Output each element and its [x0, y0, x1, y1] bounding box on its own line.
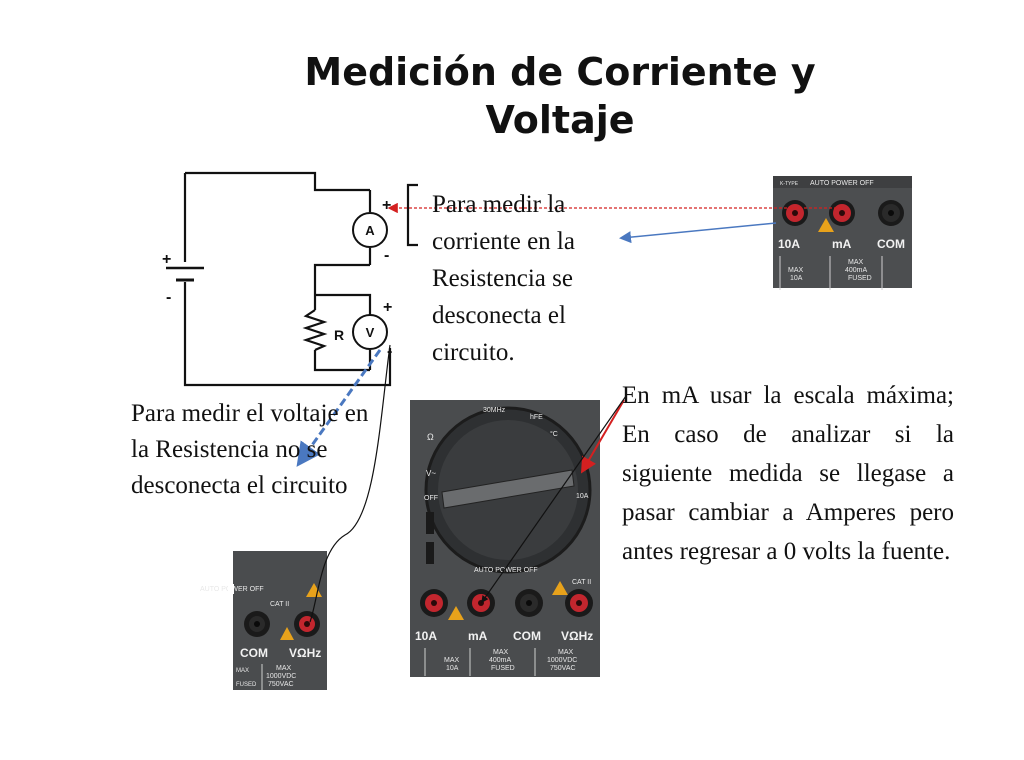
- cat-label: CAT II: [270, 601, 289, 608]
- blue-dashed-arrow-voltage: [296, 349, 382, 467]
- ammeter-symbol: [352, 212, 388, 248]
- max-v-dc: 1000VDC: [266, 673, 296, 680]
- dial-10a: 10A: [576, 493, 589, 500]
- max-ma: 400mA: [845, 267, 868, 274]
- dial-temp: °C: [550, 430, 558, 438]
- max-label: MAX: [788, 267, 804, 274]
- label-com: COM: [240, 646, 268, 660]
- max-v-label: MAX: [558, 649, 574, 656]
- label-ma: mA: [832, 237, 852, 251]
- label-10a: 10A: [415, 629, 437, 643]
- max-ma-label: MAX: [848, 259, 864, 266]
- warning-icon: [306, 583, 322, 597]
- max-label: MAX: [236, 668, 249, 674]
- dial-ohm: Ω: [427, 432, 434, 442]
- max-ma-label: MAX: [493, 649, 509, 656]
- max-ma: 400mA: [489, 657, 512, 664]
- max-v-dc: 1000VDC: [547, 657, 577, 664]
- current-note-text: Para medir la corriente en la Resistenci…: [432, 191, 575, 366]
- label-vohm: VΩHz: [561, 629, 593, 643]
- max-v-ac: 750VAC: [268, 681, 294, 688]
- label-10a: 10A: [778, 237, 800, 251]
- voltage-note-text: Para medir el voltaje en la Resistencia …: [131, 400, 369, 499]
- page-title: Medición de Corriente y Voltaje: [250, 48, 870, 144]
- max-label: MAX: [444, 657, 460, 664]
- auto-power-off-label: AUTO POWER OFF: [474, 567, 538, 574]
- probe-wire: [309, 344, 391, 623]
- dial-v-ac: V~: [426, 469, 436, 478]
- battery-plus: +: [162, 251, 171, 268]
- battery-symbol: [166, 262, 204, 282]
- scale-warning-note: En mA usar la escala máxima; En caso de …: [622, 376, 954, 571]
- title-line-1: Medición de Corriente y: [304, 50, 816, 94]
- label-com: COM: [877, 237, 905, 251]
- warning-icon: [552, 581, 568, 595]
- fused-label: FUSED: [236, 682, 257, 688]
- black-line-ma: [481, 395, 627, 603]
- label-ma: mA: [468, 629, 488, 643]
- panel-background: [773, 176, 912, 288]
- auto-power-off-label: AUTO POWER OFF: [810, 180, 874, 187]
- warning-icon: [448, 606, 464, 620]
- cat-label: CAT II: [572, 579, 591, 586]
- max-10a: 10A: [790, 275, 803, 282]
- voltmeter-symbol: [352, 314, 388, 350]
- fused-label: FUSED: [491, 665, 515, 672]
- voltage-measurement-note: Para medir el voltaje en la Resistencia …: [131, 396, 371, 504]
- voltmeter-plus: +: [383, 299, 392, 316]
- dial-hfe: hFE: [530, 414, 543, 421]
- resistor-letter: R: [334, 327, 344, 343]
- voltmeter-letter: V: [366, 325, 375, 340]
- dial-knob: [441, 469, 575, 509]
- max-v-ac: 750VAC: [550, 665, 576, 672]
- title-line-2: Voltaje: [485, 98, 635, 142]
- fused-label: FUSED: [848, 275, 872, 282]
- k-type-label: K-TYPE: [780, 181, 799, 187]
- max-10a: 10A: [446, 665, 459, 672]
- blue-arrow-current: [619, 222, 777, 244]
- warning-icon: [818, 218, 834, 232]
- ammeter-letter: A: [365, 223, 375, 238]
- red-arrow-scale: [580, 399, 625, 474]
- scale-note-text: En mA usar la escala máxima; En caso de …: [622, 382, 954, 565]
- ammeter-plus: +: [382, 197, 391, 214]
- label-vohm: VΩHz: [289, 646, 321, 660]
- warning-icon: [280, 627, 294, 640]
- current-measurement-note: Para medir la corriente en la Resistenci…: [432, 186, 632, 371]
- dial-30mhz: 30MHz: [483, 407, 506, 414]
- dial-off: OFF: [424, 495, 438, 502]
- ammeter-minus: -: [384, 247, 389, 264]
- max-v-label: MAX: [276, 665, 292, 672]
- battery-minus: -: [166, 289, 171, 306]
- label-com: COM: [513, 629, 541, 643]
